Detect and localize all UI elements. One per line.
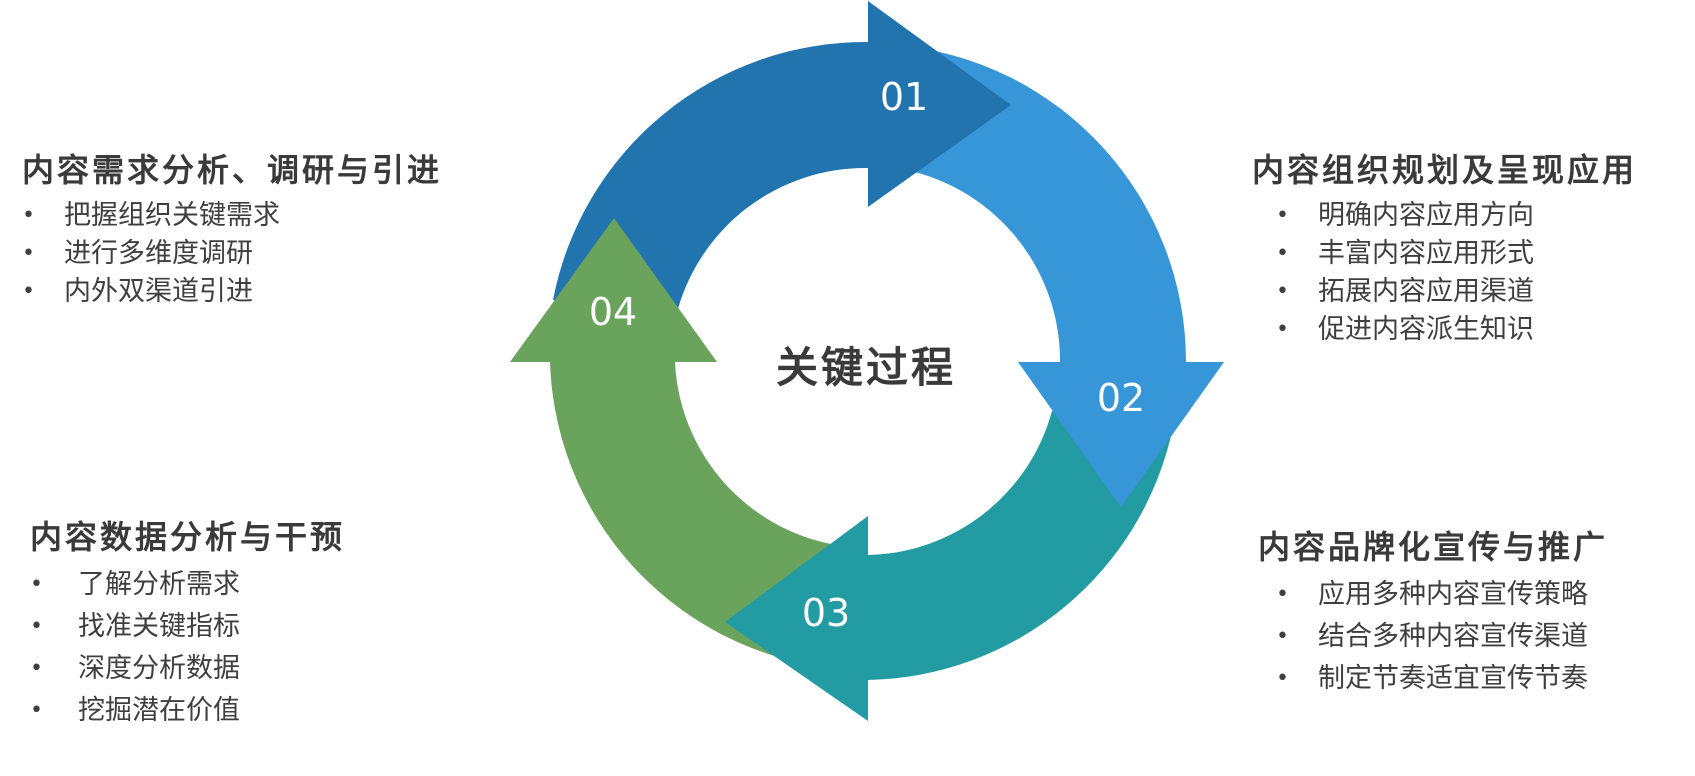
list-item: • 应用多种内容宣传策略 <box>1258 574 1608 616</box>
bullet-icon: • <box>1276 317 1289 342</box>
list-item-text: 丰富内容应用形式 <box>1318 238 1534 269</box>
list-item: • 拓展内容应用渠道 <box>1252 273 1637 311</box>
bullet-icon: • <box>1276 582 1289 607</box>
list-item: • 把握组织关键需求 <box>22 197 442 235</box>
bullet-icon: • <box>1276 203 1289 228</box>
bullet-icon: • <box>30 698 43 723</box>
step-02-title: 内容组织规划及呈现应用 <box>1252 151 1638 189</box>
step-03-list: • 应用多种内容宣传策略 • 结合多种内容宣传渠道 • 制定节奏适宜宣传节奏 <box>1258 574 1608 700</box>
list-item-text: 结合多种内容宣传渠道 <box>1318 621 1588 652</box>
step-01-description: 内容需求分析、调研与引进 • 把握组织关键需求 • 进行多维度调研 • 内外双渠道引进 <box>22 145 442 311</box>
bullet-icon: • <box>1276 624 1289 649</box>
step-03-title: 内容品牌化宣传与推广 <box>1258 528 1609 566</box>
arrow-03-head <box>725 516 868 721</box>
step-number-02: 02 <box>1097 376 1145 420</box>
list-item-text: 挖掘潜在价值 <box>78 695 240 726</box>
step-01-title: 内容需求分析、调研与引进 <box>22 151 443 189</box>
arrow-04-head <box>510 218 717 362</box>
list-item-text: 拓展内容应用渠道 <box>1318 276 1534 307</box>
list-item-text: 内外双渠道引进 <box>64 276 253 307</box>
list-item: • 内外双渠道引进 <box>22 273 442 311</box>
step-01-list: • 把握组织关键需求 • 进行多维度调研 • 内外双渠道引进 <box>22 197 442 311</box>
bullet-icon: • <box>30 572 43 597</box>
list-item: • 找准关键指标 <box>30 606 345 648</box>
list-item: • 进行多维度调研 <box>22 235 442 273</box>
bullet-icon: • <box>30 656 43 681</box>
list-item: • 促进内容派生知识 <box>1252 311 1637 349</box>
list-item: • 挖掘潜在价值 <box>30 690 345 732</box>
bullet-icon: • <box>1276 241 1289 266</box>
bullet-icon: • <box>22 279 35 304</box>
step-04-description: 内容数据分析与干预 • 了解分析需求 • 找准关键指标 • 深度分析数据 • 挖掘潜在价… <box>30 512 345 732</box>
step-number-04: 04 <box>589 290 637 334</box>
step-02-description: 内容组织规划及呈现应用 • 明确内容应用方向 • 丰富内容应用形式 • 拓展内容应用渠… <box>1252 145 1637 349</box>
list-item-text: 应用多种内容宣传策略 <box>1318 579 1588 610</box>
list-item-text: 深度分析数据 <box>78 653 240 684</box>
bullet-icon: • <box>22 241 35 266</box>
step-02-list: • 明确内容应用方向 • 丰富内容应用形式 • 拓展内容应用渠道 • 促进内容派生知识 <box>1252 197 1637 349</box>
list-item-text: 制定节奏适宜宣传节奏 <box>1318 663 1588 694</box>
arrow-01-head <box>868 1 1011 207</box>
list-item-text: 把握组织关键需求 <box>64 200 280 231</box>
list-item-text: 进行多维度调研 <box>64 238 253 269</box>
list-item-text: 促进内容派生知识 <box>1318 314 1534 345</box>
list-item: • 丰富内容应用形式 <box>1252 235 1637 273</box>
list-item: • 结合多种内容宣传渠道 <box>1258 616 1608 658</box>
step-number-03: 03 <box>802 591 850 635</box>
center-label: 关键过程 <box>776 343 956 392</box>
bullet-icon: • <box>1276 666 1289 691</box>
list-item: • 深度分析数据 <box>30 648 345 690</box>
list-item: • 制定节奏适宜宣传节奏 <box>1258 658 1608 700</box>
segment-03-body <box>868 411 1173 680</box>
list-item: • 了解分析需求 <box>30 564 345 606</box>
list-item-text: 明确内容应用方向 <box>1318 200 1534 231</box>
bullet-icon: • <box>22 203 35 228</box>
list-item-text: 找准关键指标 <box>78 611 240 642</box>
step-03-description: 内容品牌化宣传与推广 • 应用多种内容宣传策略 • 结合多种内容宣传渠道 • 制定节奏… <box>1258 522 1608 700</box>
list-item-text: 了解分析需求 <box>78 569 240 600</box>
arrow-02-head <box>1018 362 1224 507</box>
step-04-list: • 了解分析需求 • 找准关键指标 • 深度分析数据 • 挖掘潜在价值 <box>30 564 345 732</box>
step-number-01: 01 <box>880 75 928 119</box>
step-04-title: 内容数据分析与干预 <box>30 518 346 556</box>
list-item: • 明确内容应用方向 <box>1252 197 1637 235</box>
bullet-icon: • <box>1276 279 1289 304</box>
bullet-icon: • <box>30 614 43 639</box>
